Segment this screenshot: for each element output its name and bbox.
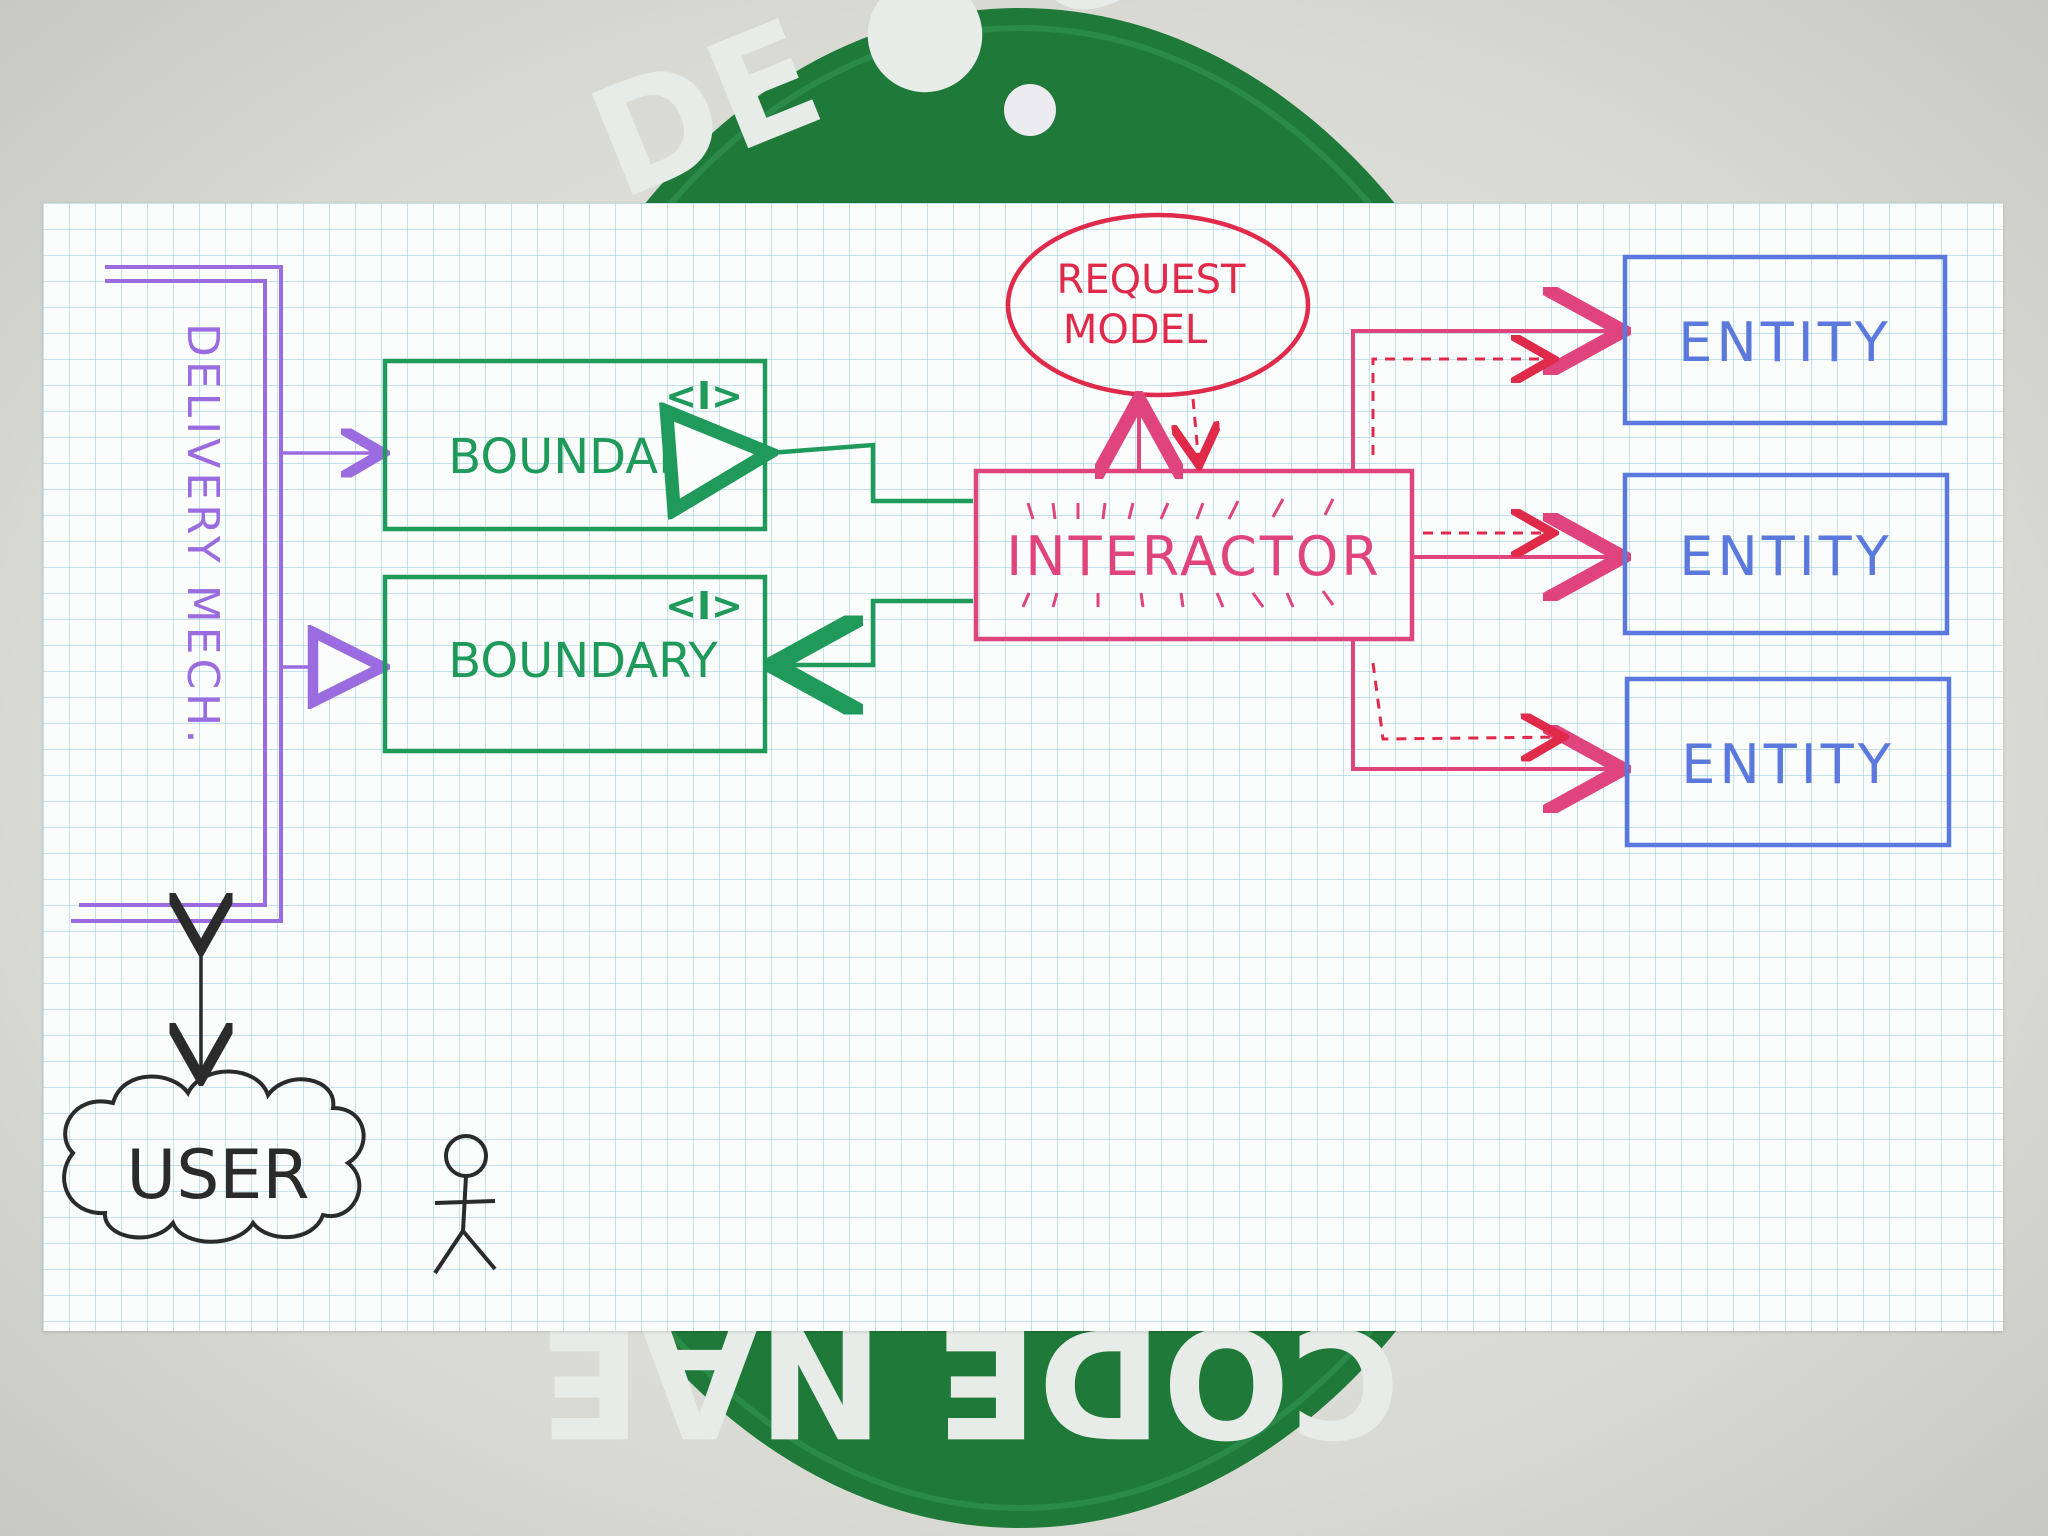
interactor-to-entity-1-arrow	[1351, 331, 1623, 469]
interactor-to-entity-1-dashed-arrow	[1371, 359, 1553, 455]
request-model-line1: REQUEST	[1057, 257, 1246, 303]
request-model-line2: MODEL	[1063, 307, 1208, 353]
user-label: USER	[126, 1136, 309, 1215]
badge-dot-icon	[1004, 84, 1056, 136]
interactor-label: INTERACTOR	[1006, 525, 1381, 588]
interactor-to-entity-3-arrow	[1351, 641, 1623, 769]
entity-3-label: ENTITY	[1681, 733, 1894, 796]
delivery-mechanism-label: DELIVERY MECH.	[177, 323, 228, 747]
delivery-mechanism: DELIVERY MECH.	[71, 265, 283, 923]
interactor-sparkle-icon	[1021, 498, 1335, 608]
boundary-bottom-stereotype: <I>	[665, 584, 743, 628]
graph-paper: DELIVERY MECH. <I> BOUNDARY <I> BOUNDARY	[43, 203, 2003, 1331]
boundary-bottom-label: BOUNDARY	[448, 633, 718, 689]
interactor-to-entity-3-dashed-arrow	[1371, 662, 1563, 739]
interactor-implements-boundary-arrow	[769, 445, 973, 501]
user-cloud: USER	[62, 1069, 366, 1244]
boundary-top-label: BOUNDARY	[448, 429, 718, 485]
request-model: REQUEST MODEL	[1005, 212, 1311, 398]
entity-3: ENTITY	[1624, 676, 1952, 848]
boundary-top-stereotype: <I>	[665, 374, 743, 418]
entity-1: ENTITY	[1622, 254, 1948, 426]
interactor-uses-boundary-arrow	[773, 598, 973, 665]
clean-architecture-diagram: DELIVERY MECH. <I> BOUNDARY <I> BOUNDARY	[62, 212, 1952, 1275]
interactor: INTERACTOR	[973, 468, 1415, 642]
boundary-bottom: <I> BOUNDARY	[382, 574, 768, 754]
request-model-dependency-arrow	[1193, 398, 1199, 465]
entity-2-label: ENTITY	[1679, 525, 1892, 588]
entity-2: ENTITY	[1622, 472, 1950, 636]
stick-figure-icon	[433, 1134, 497, 1275]
entity-1-label: ENTITY	[1678, 311, 1891, 374]
boundary-top: <I> BOUNDARY	[382, 358, 768, 532]
